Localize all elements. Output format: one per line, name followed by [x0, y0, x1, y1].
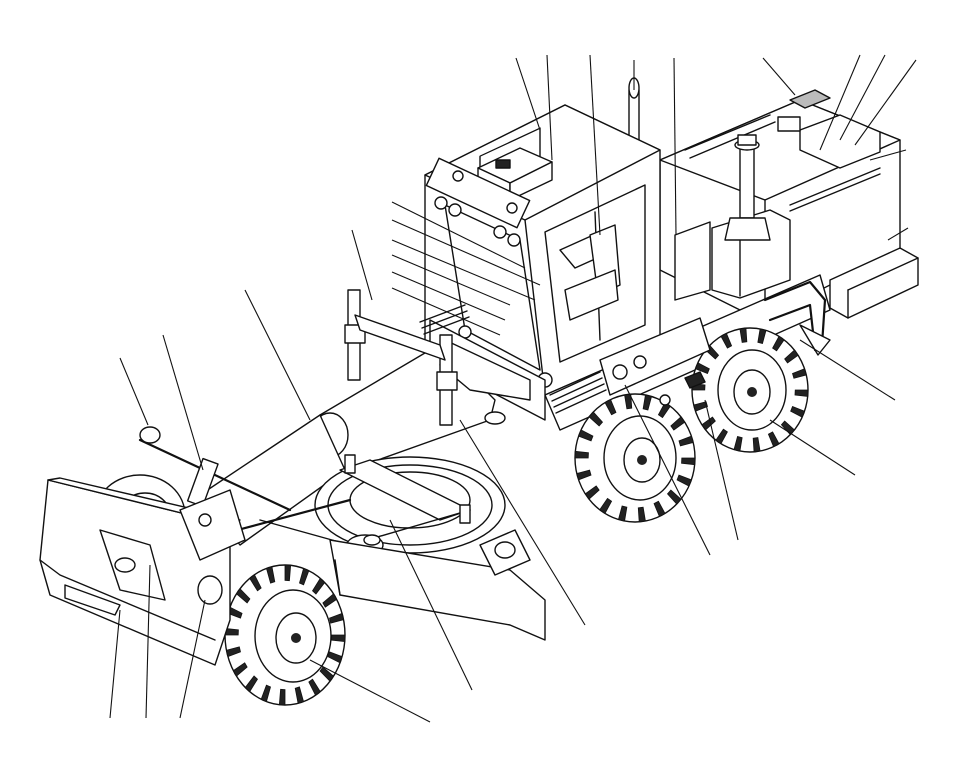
leader-front-axle-a	[119, 357, 149, 426]
leader-main-frame	[244, 289, 311, 421]
tire-tread-lug	[308, 678, 321, 696]
leader-rear-wheel	[624, 384, 711, 556]
leader-hood-panel-c	[854, 59, 917, 146]
tire-tread-lug	[617, 505, 628, 522]
leader-cab-front-f	[391, 287, 501, 336]
tire-tread-lug	[319, 666, 335, 682]
tire-tread-lug	[260, 684, 272, 703]
tire-tread-lug	[599, 497, 613, 515]
tire-tread-lug	[657, 401, 671, 419]
tire-tread-lug	[284, 564, 292, 582]
leader-cab-roof-a	[546, 54, 553, 161]
engine-housing	[659, 89, 919, 321]
leader-cab-front-d	[391, 254, 511, 306]
leader-rear-tandem-c	[704, 399, 739, 541]
tire-tread-lug	[739, 327, 748, 343]
leader-rear-ripper	[869, 149, 907, 161]
moldboard-blade	[329, 529, 546, 641]
tire-tread-lug	[265, 566, 276, 584]
tire-tread-lug	[642, 394, 653, 411]
operator-cab	[424, 104, 680, 396]
tire-tread-lug	[298, 567, 310, 586]
leader-radiator-grille	[762, 57, 796, 96]
main-frame	[199, 289, 531, 546]
tire-tread-lug	[624, 393, 633, 410]
tire-tread-lug	[733, 436, 743, 452]
rear-wheel-right	[574, 393, 696, 523]
leader-lines	[109, 54, 917, 723]
tire-tread-lug	[772, 335, 785, 352]
leader-cab-roof-b	[589, 54, 601, 236]
leader-rear-tandem-b	[769, 419, 856, 476]
tire-tread-lug	[232, 662, 248, 677]
circle-drawbar	[259, 454, 506, 556]
tire-tread-lug	[311, 577, 326, 595]
tire-tread-lug	[322, 593, 338, 608]
leader-cab-front-b	[391, 219, 541, 286]
tire-tread-lug	[578, 429, 594, 442]
tire-tread-lug	[694, 362, 710, 374]
tire-tread-lug	[676, 474, 692, 487]
tire-tread-lug	[278, 688, 286, 706]
tire-tread-lug	[666, 489, 682, 505]
dozer-blade	[39, 477, 246, 666]
tire-tread-lug	[225, 646, 241, 658]
leader-hood-panel-a	[819, 54, 861, 151]
leader-hood-panel-b	[839, 54, 886, 141]
tire-tread-lug	[584, 485, 600, 500]
tire-tread-lug	[574, 450, 589, 459]
leader-engine-housing-top	[673, 57, 677, 236]
tire-tread-lug	[249, 574, 262, 592]
leader-lift-cylinder	[351, 229, 373, 301]
tire-tread-lug	[588, 411, 604, 427]
front-wheel	[224, 564, 346, 706]
tire-tread-lug	[329, 612, 345, 624]
leader-front-axle-b	[162, 334, 204, 471]
leader-rear-side	[887, 227, 909, 241]
tire-tread-lug	[670, 416, 686, 431]
leader-rear-tandem-a	[799, 339, 896, 401]
leader-cab-front-a	[391, 201, 526, 269]
tire-tread-lug	[752, 437, 761, 453]
tire-tread-lug	[576, 469, 592, 481]
leader-moldboard-blade	[459, 419, 586, 626]
tire-tread-lug	[653, 500, 666, 518]
leader-cab-roof-light	[515, 57, 541, 131]
leader-dozer-blade-c	[179, 599, 206, 719]
tire-tread-lug	[767, 431, 780, 448]
leader-circle-drawbar	[389, 519, 473, 691]
tire-tread-lug	[701, 416, 716, 431]
tire-tread-lug	[792, 368, 807, 379]
tire-tread-lug	[244, 675, 259, 693]
tire-tread-lug	[604, 398, 617, 416]
tire-tread-lug	[681, 457, 696, 466]
tire-tread-lug	[780, 420, 795, 436]
tire-tread-lug	[678, 435, 694, 447]
front-axle	[138, 426, 352, 542]
tire-tread-lug	[757, 328, 767, 344]
tire-tread-lug	[235, 588, 251, 604]
leader-dozer-blade-a	[109, 609, 121, 719]
tire-tread-lug	[715, 428, 728, 445]
tire-tread-lug	[720, 332, 733, 349]
tandem-housing	[599, 317, 711, 406]
tire-tread-lug	[294, 686, 305, 704]
tire-tread-lug	[637, 506, 646, 523]
tire-tread-lug	[327, 651, 343, 664]
rear-wheel-left	[691, 327, 809, 453]
tire-tread-lug	[784, 349, 799, 364]
leader-cab-front-c	[391, 239, 536, 301]
leader-cab-front-e	[391, 271, 506, 321]
leader-front-wheel	[309, 659, 431, 723]
tire-tread-lug	[794, 389, 809, 397]
leader-dozer-blade-b	[145, 564, 151, 719]
tire-tread-lug	[693, 401, 708, 412]
tire-tread-lug	[790, 406, 806, 418]
tire-tread-lug	[331, 634, 346, 643]
